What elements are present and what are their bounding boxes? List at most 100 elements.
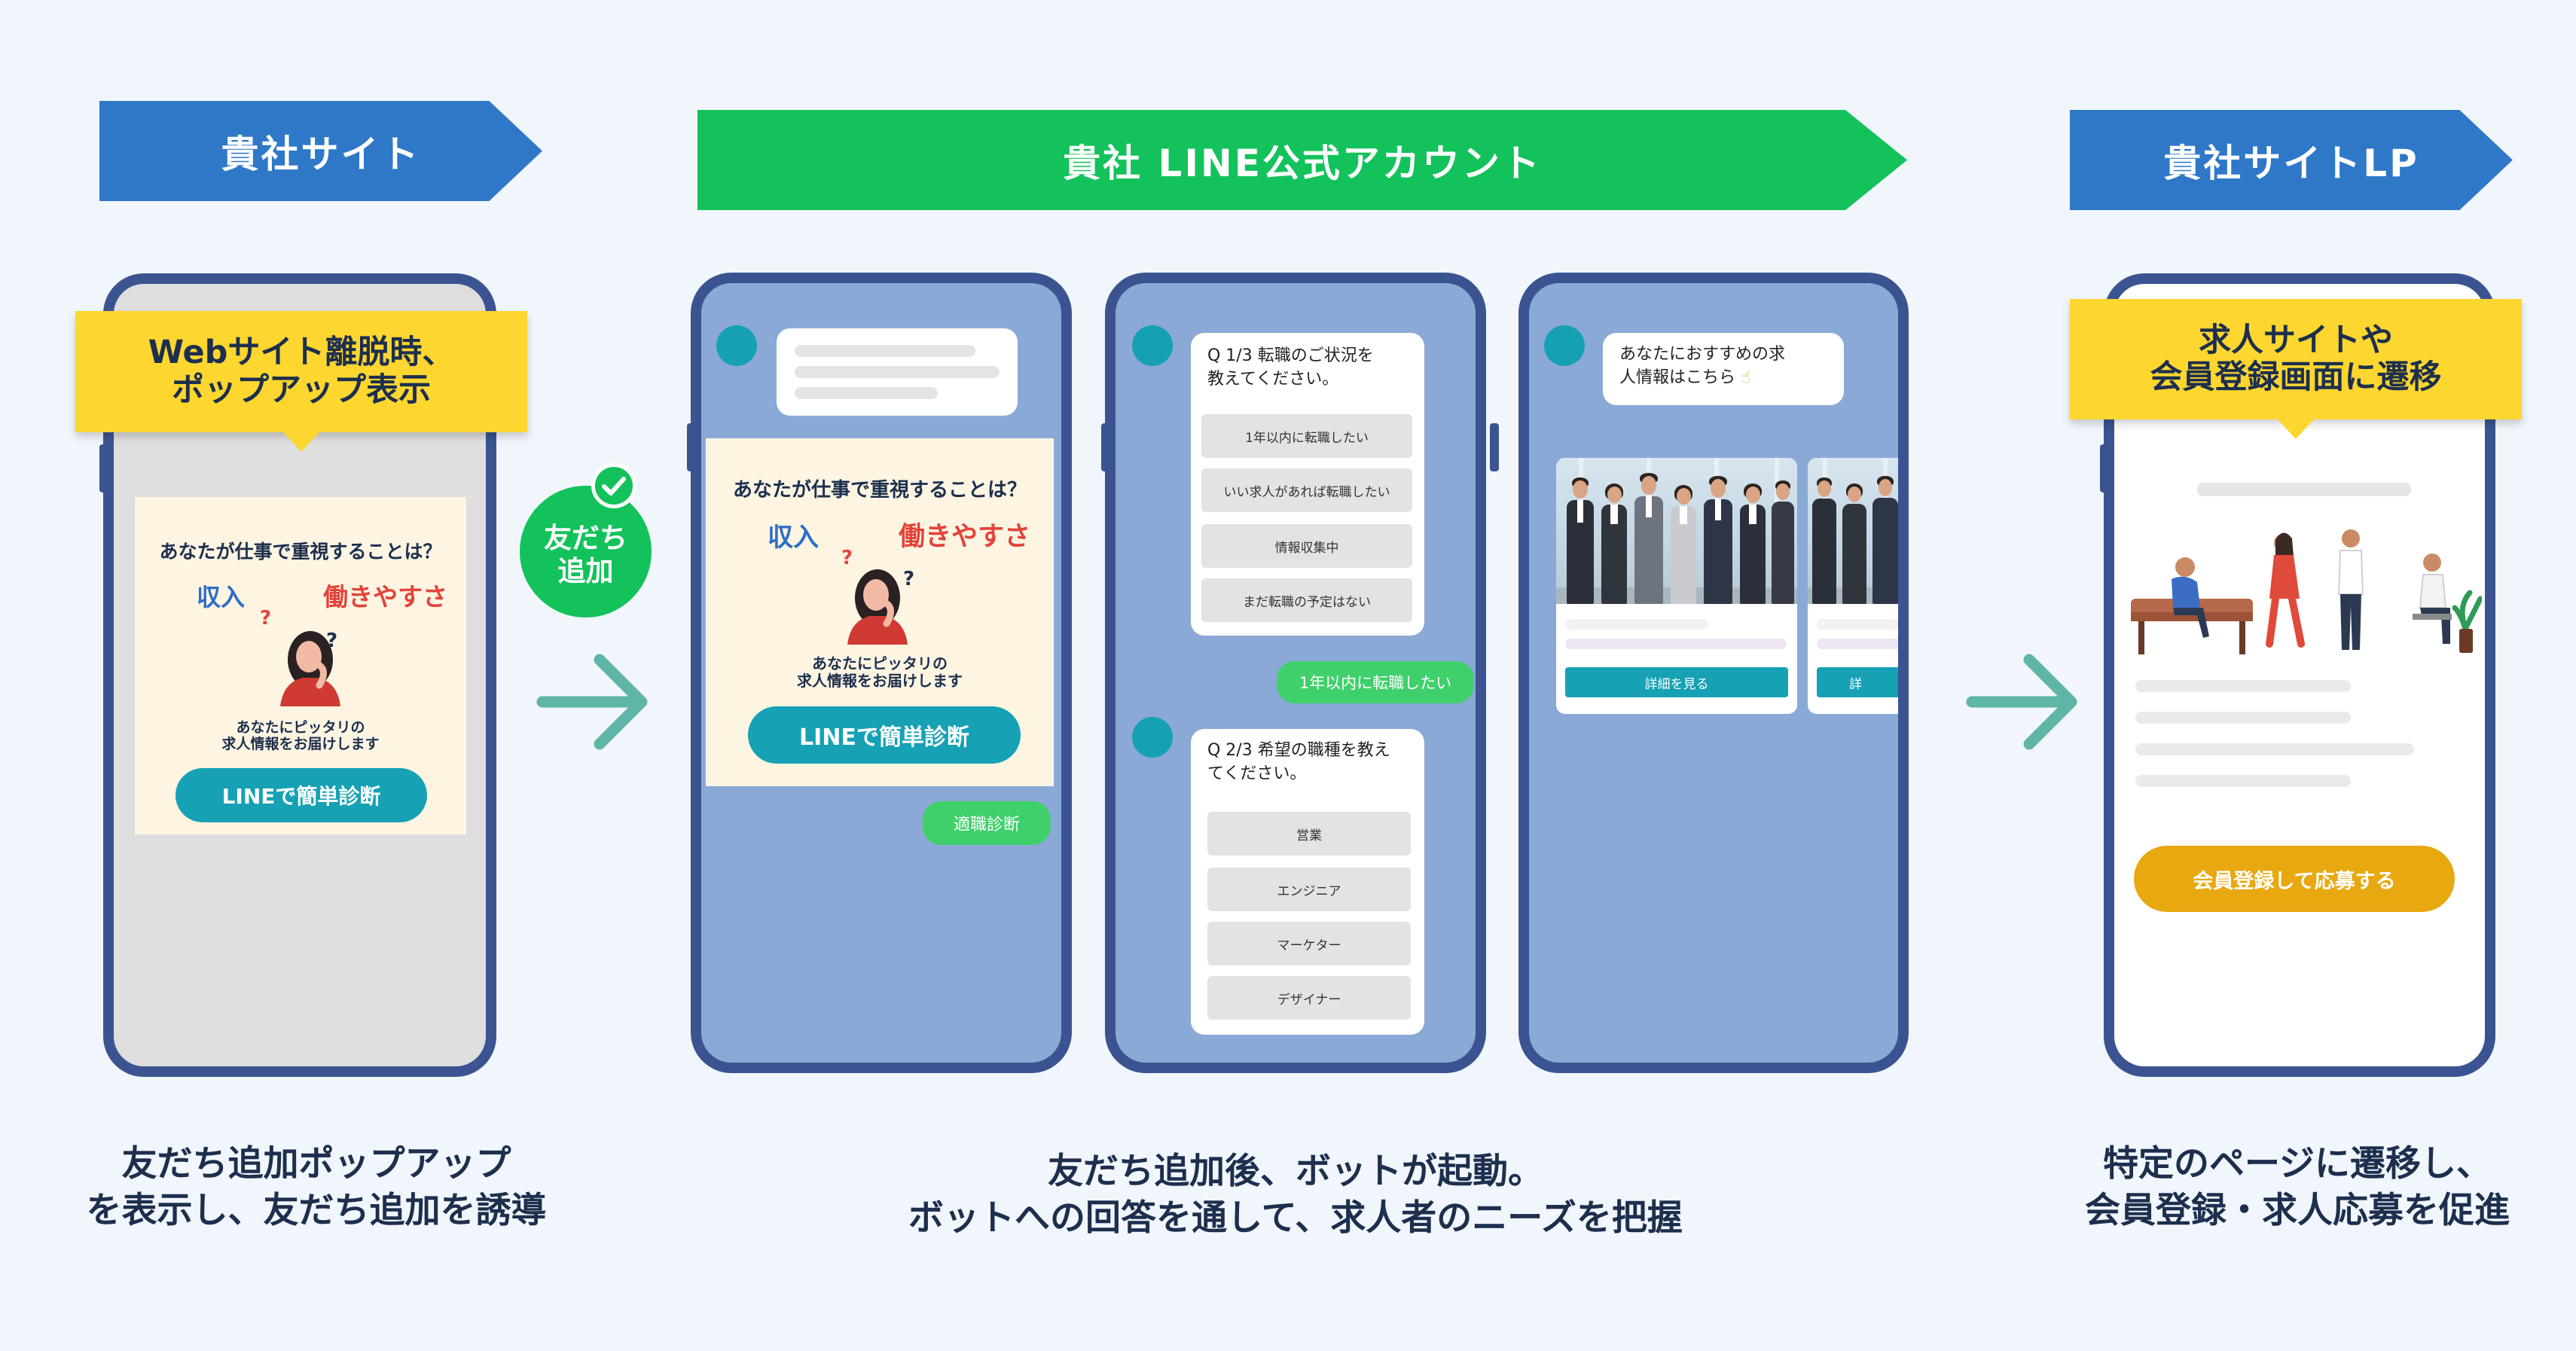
callout-line1: 求人サイトや [2199,321,2393,359]
question-mark-icon: ? [841,547,853,569]
placeholder-line [2135,680,2351,692]
caption-right-line1: 特定のページに遷移し、 [2102,1143,2492,1185]
user-reply-bubble: 1年以内に転職したい [1277,661,1474,703]
bot-message-placeholder [777,328,1018,416]
question-2-text: Q 2/3 希望の職種を教え てください。 [1207,740,1390,786]
woman-thinking-icon [280,631,340,706]
bot-avatar [716,325,757,366]
recommendation-line1: あなたにおすすめの求 [1619,345,1786,364]
option-button[interactable]: まだ転職の予定はない [1201,578,1412,622]
phone-line-chat-2: Q 1/3 転職のご状況を 教えてください。 1年以内に転職したい いい求人があ… [1105,273,1486,1073]
job-card[interactable]: 詳細を見る [1556,458,1797,714]
placeholder-line [2197,483,2411,496]
placeholder-line [1565,619,1708,630]
caption-middle-line2: ボットへの回答を通して、求人者のニーズを把握 [908,1197,1683,1240]
business-team-photo [1556,458,1797,604]
caption-middle-line1: 友だち追加後、ボットが起動。 [1048,1151,1543,1192]
bot-avatar [1132,325,1173,366]
placeholder-line [1565,639,1787,649]
quiz-subtext: あなたにピッタリの 求人情報をお届けします [135,719,466,753]
banner-company-site-lp: 貴社サイトLP [2070,110,2513,210]
people-illustration [2131,529,2482,654]
bot-recommendation-message: あなたにおすすめの求 人情報はこちら ☝ [1603,333,1844,405]
friend-add-badge: 友だち 追加 [520,486,652,618]
placeholder-line [2135,743,2414,755]
banner-lp-label: 貴社サイトLP [2163,141,2419,185]
callout-line2: 会員登録画面に遷移 [2150,358,2442,396]
line-diagnosis-button[interactable]: LINEで簡単診断 [748,706,1021,764]
woman-thinking-icon [847,569,908,645]
placeholder-line [795,387,938,399]
caption-right-line2: 会員登録・求人応募を促進 [2085,1190,2510,1232]
phone4-side-button [1490,423,1499,471]
job-details-button[interactable]: 詳 [1817,667,1898,697]
pointing-hand-icon: ☝ [1741,367,1751,387]
question-1-line2: 教えてください。 [1207,369,1339,389]
banner-company-site-label: 貴社サイト [221,132,421,176]
popup-quiz-card: あなたが仕事で重視することは？ 収入 働きやすさ ? ? あなたにピッタリの 求… [135,497,466,834]
line-quiz-card: あなたが仕事で重視することは？ 収入 働きやすさ ? ? あなたにピッタリの 求… [706,438,1054,786]
line-diagnosis-button[interactable]: LINEで簡単診断 [175,768,427,822]
recommendation-text: あなたにおすすめの求 人情報はこちら ☝ [1619,343,1785,390]
question-mark-icon: ? [903,568,915,590]
flow-arrow-right-icon [536,645,651,759]
job-details-button[interactable]: 詳細を見る [1565,667,1788,697]
option-button[interactable]: 1年以内に転職したい [1201,414,1412,458]
option-button[interactable]: デザイナー [1207,976,1411,1020]
question-mark-icon: ? [260,607,272,630]
job-card[interactable]: 詳 [1808,458,1898,714]
quiz-question: あなたが仕事で重視することは？ [732,479,1027,502]
phone-line-chat-3: あなたにおすすめの求 人情報はこちら ☝ 詳細を見る [1518,273,1909,1073]
placeholder-line [795,345,975,357]
option-button[interactable]: 営業 [1207,812,1411,855]
banner-company-site: 貴社サイト [99,101,542,201]
caption-left-line1: 友だち追加ポップアップ [121,1143,511,1185]
question-1-text: Q 1/3 転職のご状況を 教えてください。 [1207,345,1374,392]
phone-line-chat-1: あなたが仕事で重視することは？ 収入 働きやすさ ? ? あなたにピッタリの 求… [691,273,1072,1073]
banner-line-official-account: 貴社 LINE公式アカウント [697,110,1907,210]
option-button[interactable]: 情報収集中 [1201,524,1412,568]
quiz-subtext-line1: あなたにピッタリの [236,719,365,736]
business-team-photo [1808,458,1898,604]
placeholder-line [795,366,1000,378]
bot-avatar [1544,325,1585,366]
quiz-word-workability: 働きやすさ [323,582,447,611]
option-button[interactable]: いい求人があれば転職したい [1201,468,1412,512]
option-button[interactable]: エンジニア [1207,868,1411,911]
caption-left: 友だち追加ポップアップ を表示し、友だち追加を誘導 [23,1141,610,1234]
user-reply-bubble: 適職診断 [923,801,1051,845]
callout-line2: ポップアップ表示 [172,371,431,409]
check-icon [591,463,636,508]
bot-question-2: Q 2/3 希望の職種を教え てください。 営業 エンジニア マーケター デザイ… [1191,729,1424,1035]
question-2-line1: Q 2/3 希望の職種を教え [1207,741,1390,760]
bot-question-1: Q 1/3 転職のご状況を 教えてください。 1年以内に転職したい いい求人があ… [1191,333,1424,636]
quiz-word-income: 収入 [768,523,819,553]
caption-right: 特定のページに遷移し、 会員登録・求人応募を促進 [2034,1141,2561,1234]
callout-popup-on-exit: Webサイト離脱時、 ポップアップ表示 [75,311,527,452]
quiz-subtext: あなたにピッタリの 求人情報をお届けします [706,655,1054,690]
option-button[interactable]: マーケター [1207,922,1411,965]
callout-line1: Webサイト離脱時、 [148,334,455,372]
question-1-line1: Q 1/3 転職のご状況を [1207,346,1374,365]
bot-avatar [1132,717,1173,758]
caption-middle: 友だち追加後、ボットが起動。 ボットへの回答を通して、求人者のニーズを把握 [768,1148,1823,1242]
placeholder-line [2135,775,2351,787]
quiz-subtext-line2: 求人情報をお届けします [221,735,380,752]
register-and-apply-button[interactable]: 会員登録して応募する [2134,846,2455,912]
quiz-word-income: 収入 [197,583,246,611]
placeholder-line [1817,639,1898,649]
caption-left-line2: を表示し、友だち追加を誘導 [86,1190,547,1232]
placeholder-line [2135,712,2351,724]
friend-add-line2: 追加 [557,554,614,587]
question-2-line2: てください。 [1207,764,1307,783]
quiz-question: あなたが仕事で重視することは？ [159,541,442,563]
flow-arrow-right-icon [1966,645,2080,759]
recommendation-line2: 人情報はこちら ☝ [1619,367,1751,387]
phone-website: あなたが仕事で重視することは？ 収入 働きやすさ ? ? あなたにピッタリの 求… [103,273,496,1077]
callout-redirect: 求人サイトや 会員登録画面に遷移 [2070,299,2522,439]
quiz-subtext-line2: 求人情報をお届けします [797,672,963,690]
quiz-word-workability: 働きやすさ [899,522,1031,552]
quiz-subtext-line1: あなたにピッタリの [812,654,948,672]
friend-add-line1: 友だち [544,522,627,554]
banner-line-label: 貴社 LINE公式アカウント [1063,141,1542,185]
